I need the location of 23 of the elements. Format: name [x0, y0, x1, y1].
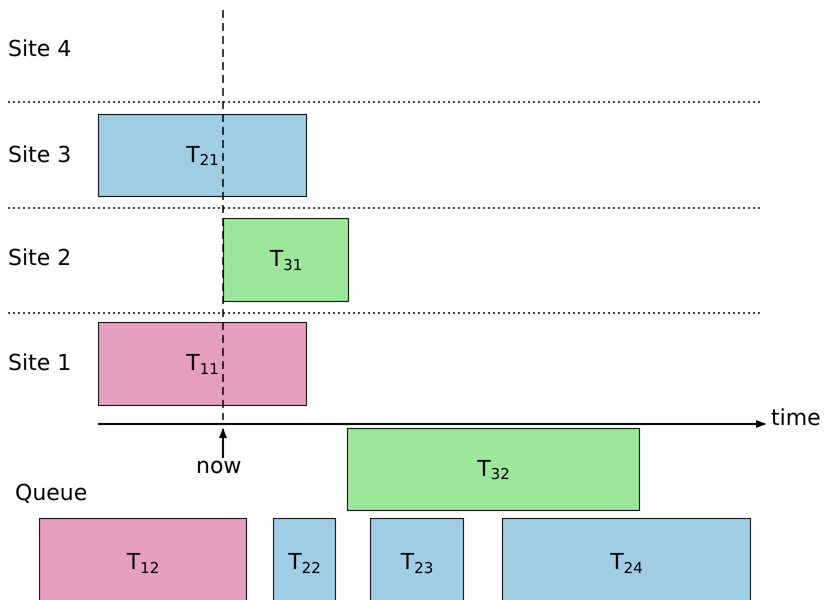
row-label: Site 2 [8, 245, 72, 273]
task-box [273, 518, 336, 600]
task-label: T$_{21}$ [186, 144, 219, 166]
row-label: Site 1 [8, 350, 72, 378]
task-label: T$_{12}$ [126, 552, 160, 574]
task-box [98, 114, 307, 197]
axis-label: time [771, 405, 821, 433]
task-label: T$_{32}$ [477, 458, 510, 480]
task-label: T$_{31}$ [270, 249, 302, 271]
task-box [347, 428, 640, 511]
task-label: T$_{22}$ [288, 552, 321, 574]
task-label: T$_{23}$ [400, 552, 434, 574]
marker-label: now [196, 453, 242, 481]
task-label: T$_{24}$ [610, 552, 643, 574]
task-box [502, 518, 751, 600]
task-label: T$_{11}$ [186, 353, 219, 375]
task-box [223, 218, 349, 302]
row-label: Site 4 [8, 36, 72, 64]
task-box [39, 518, 247, 600]
task-box [98, 322, 307, 406]
row-label: Site 3 [8, 142, 72, 170]
section-label: Queue [15, 480, 88, 508]
task-box [370, 518, 464, 600]
